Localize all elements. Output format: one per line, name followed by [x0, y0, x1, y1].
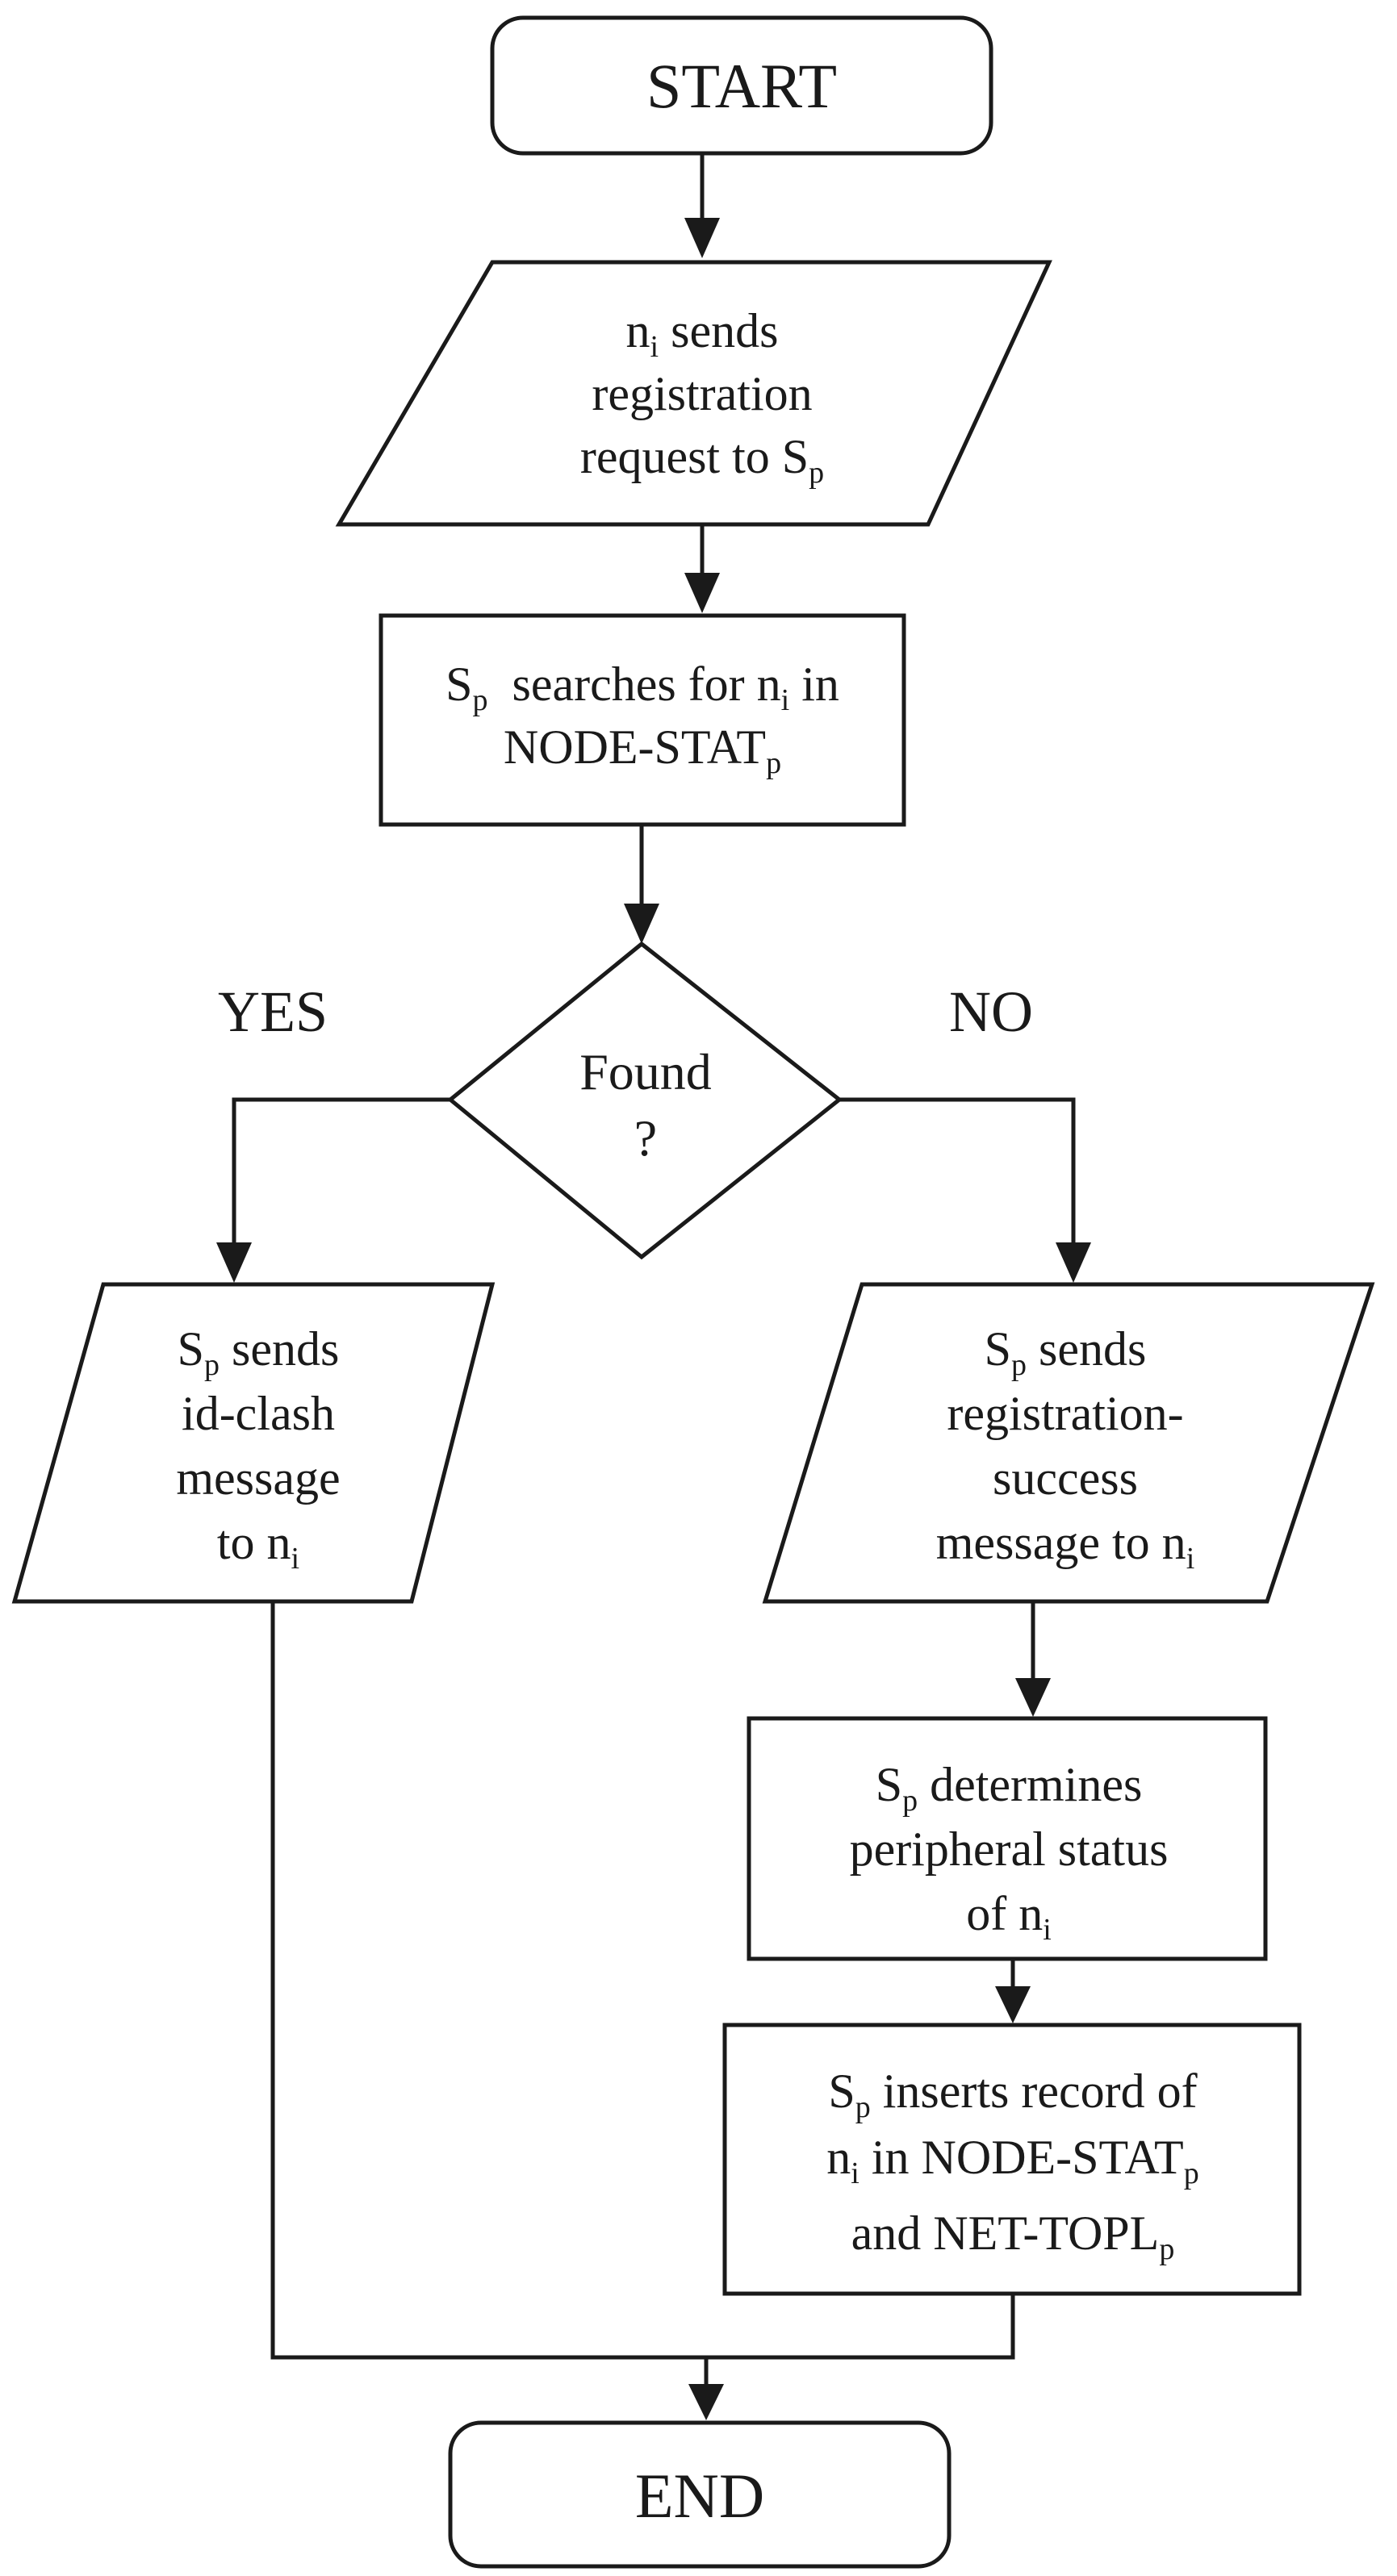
clash-io-box: [11, 1282, 496, 1604]
arrowhead-request: [684, 218, 720, 258]
subscript: i: [1043, 1913, 1052, 1947]
arrowhead-peripheral: [1015, 1678, 1051, 1717]
label-line: id-clash: [182, 1387, 335, 1440]
label-text: in: [789, 658, 839, 711]
subscript: p: [1184, 2156, 1199, 2190]
label-line: Sp sends: [178, 1322, 340, 1382]
search-process-box: [379, 613, 906, 827]
label-text: message: [176, 1451, 340, 1505]
label-line: Sp sends: [985, 1322, 1147, 1382]
edge-decision-no: [839, 1097, 1076, 1242]
label-line: message to ni: [936, 1516, 1195, 1576]
label-text: NODE-STAT: [504, 720, 766, 774]
label-text: S: [985, 1322, 1011, 1376]
subscript: i: [851, 2156, 860, 2190]
label-line: and NET-TOPLp: [851, 2207, 1175, 2266]
label-text: Found: [579, 1043, 712, 1100]
label-line: of ni: [966, 1887, 1052, 1947]
arrowhead-end: [688, 2384, 724, 2420]
label-line: registration-: [947, 1387, 1183, 1440]
subscript: p: [204, 1348, 220, 1382]
subscript: p: [1159, 2232, 1174, 2266]
label-text: sends: [659, 304, 778, 357]
peripheral-process-box: [747, 1716, 1268, 1961]
arrowhead-clash: [216, 1242, 252, 1283]
label-text: success: [993, 1451, 1138, 1505]
label-text: and NET-TOPL: [851, 2207, 1160, 2260]
label-text: sends: [220, 1322, 339, 1376]
label-text: in NODE-STAT: [860, 2131, 1184, 2184]
label-text: S: [445, 658, 472, 711]
label-line: request to Sp: [580, 430, 824, 490]
end-label: END: [635, 2461, 764, 2531]
subscript: p: [855, 2090, 871, 2124]
label-line: message: [176, 1451, 340, 1505]
subscript: p: [766, 746, 781, 780]
label-line: Sp determines: [876, 1758, 1143, 1818]
success-io-box: [762, 1282, 1375, 1604]
label-text: inserts record of: [871, 2065, 1198, 2118]
label-line: ?: [634, 1109, 657, 1167]
label-text: registration: [592, 367, 812, 420]
arrowhead-search: [684, 573, 720, 613]
no-branch-label: NO: [949, 979, 1033, 1044]
label-text: peripheral status: [850, 1822, 1169, 1876]
start-terminal: [490, 15, 993, 156]
subscript: i: [650, 330, 659, 364]
label-line: registration: [592, 367, 812, 420]
subscript: i: [781, 683, 790, 717]
yes-branch-label: YES: [218, 979, 328, 1044]
label-text: S: [828, 2065, 855, 2118]
label-text: S: [178, 1322, 204, 1376]
subscript: p: [1011, 1348, 1027, 1382]
found-decision: [447, 941, 843, 1260]
label-line: to ni: [217, 1516, 299, 1576]
label-text: S: [876, 1758, 902, 1811]
edge-clash-to-merge: [270, 1601, 1015, 2360]
label-text: registration-: [947, 1387, 1183, 1440]
insert-process-box: [722, 2023, 1302, 2296]
subscript: p: [472, 683, 487, 717]
label-text: id-clash: [182, 1387, 335, 1440]
arrowhead-success: [1056, 1242, 1091, 1283]
arrowhead-insert: [995, 1986, 1031, 2023]
connectors: [216, 153, 1091, 2420]
label-text: ?: [634, 1109, 657, 1167]
label-text: searches for n: [487, 658, 780, 711]
label-line: NODE-STATp: [504, 720, 781, 780]
subscript: i: [291, 1542, 300, 1576]
label-line: peripheral status: [850, 1822, 1169, 1876]
label-line: ni in NODE-STATp: [826, 2131, 1198, 2190]
label-line: Found: [579, 1043, 712, 1100]
arrowhead-decision: [624, 904, 659, 944]
start-label: START: [646, 51, 837, 121]
end-terminal: [448, 2420, 952, 2569]
label-text: n: [826, 2131, 851, 2184]
label-text: determines: [918, 1758, 1142, 1811]
label-line: Sp inserts record of: [828, 2065, 1197, 2124]
label-text: n: [626, 304, 650, 357]
decision-label: Found?: [579, 1043, 712, 1167]
label-text: to n: [217, 1516, 291, 1569]
label-text: sends: [1027, 1322, 1146, 1376]
edge-decision-yes: [232, 1097, 450, 1242]
label-text: of n: [966, 1887, 1043, 1940]
subscript: p: [902, 1784, 918, 1818]
label-text: message to n: [936, 1516, 1186, 1569]
label-line: Sp searches for ni in: [445, 658, 839, 717]
label-line: success: [993, 1451, 1138, 1505]
request-io-box: [335, 260, 1052, 527]
label-line: ni sends: [626, 304, 779, 364]
subscript: i: [1186, 1542, 1195, 1576]
label-text: request to S: [580, 430, 809, 483]
subscript: p: [809, 456, 824, 490]
